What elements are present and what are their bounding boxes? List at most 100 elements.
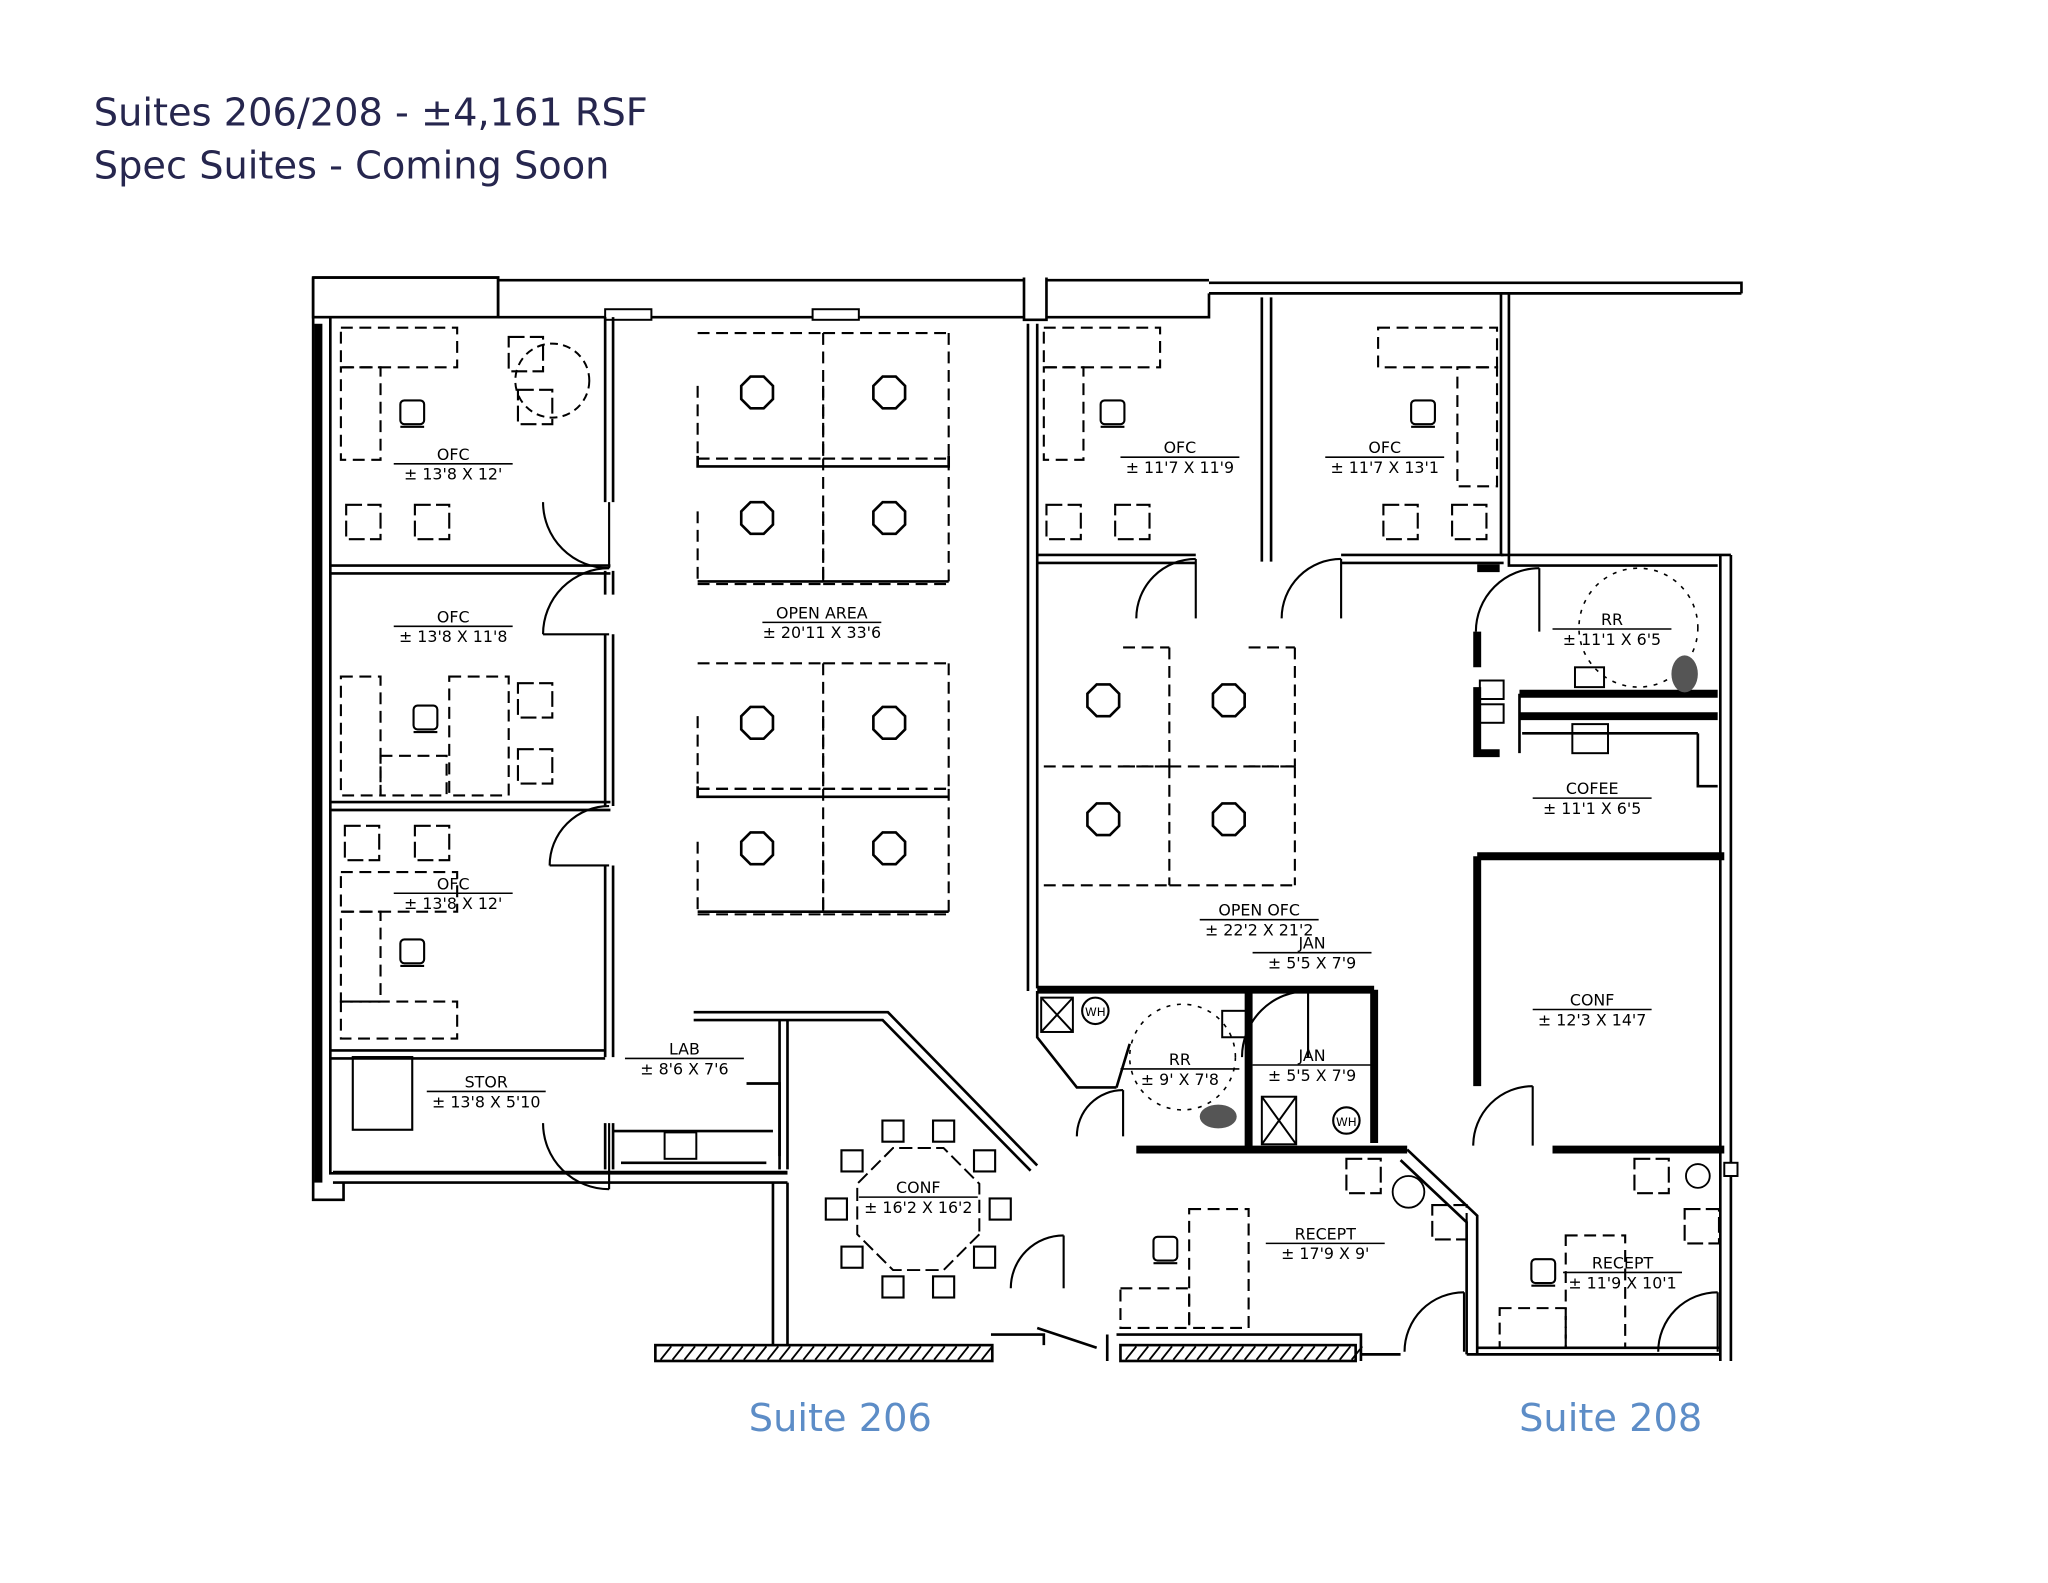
room-label: OFC± 13'8 X 12' bbox=[393, 874, 513, 913]
desk bbox=[339, 675, 382, 797]
room-dimensions: ± 13'8 X 5'10 bbox=[432, 1092, 540, 1111]
task-chair-icon bbox=[739, 705, 775, 740]
room-dimensions: ± 8'6 X 7'6 bbox=[640, 1059, 728, 1078]
room-name: LAB bbox=[669, 1039, 700, 1058]
door-swing bbox=[548, 804, 610, 867]
task-chair-icon bbox=[872, 375, 907, 410]
chair-icon bbox=[824, 1197, 849, 1221]
desk bbox=[339, 910, 382, 1003]
svg-text:WH: WH bbox=[1085, 1005, 1106, 1019]
guest-chair-icon bbox=[1683, 1207, 1721, 1245]
walls bbox=[311, 276, 1743, 1363]
task-chair-icon bbox=[1086, 802, 1121, 837]
room-label: RECEPT± 11'9 X 10'1 bbox=[1563, 1253, 1683, 1292]
room-label: STOR± 13'8 X 5'10 bbox=[426, 1072, 546, 1111]
doors bbox=[541, 502, 1719, 1352]
door-swing bbox=[1075, 1089, 1125, 1137]
desk bbox=[1042, 326, 1162, 369]
room-dimensions: ± 12'3 X 14'7 bbox=[1538, 1010, 1646, 1029]
guest-chair-icon bbox=[1345, 1157, 1382, 1195]
room-label: RECEPT± 17'9 X 9' bbox=[1265, 1224, 1385, 1263]
guest-chair-icon bbox=[1431, 1204, 1468, 1241]
hatched-wall bbox=[654, 1343, 1363, 1363]
room-dimensions: ± 5'5 X 7'9 bbox=[1268, 954, 1356, 973]
suite-206-label: Suite 206 bbox=[749, 1396, 932, 1441]
guest-chair-icon bbox=[507, 335, 545, 373]
room-dimensions: ± 11'1 X 6'5 bbox=[1563, 630, 1661, 649]
room-name: JAN bbox=[1297, 1046, 1325, 1065]
task-chair-icon bbox=[739, 831, 775, 866]
chair-icon bbox=[399, 399, 426, 428]
page-subtitle: Spec Suites - Coming Soon bbox=[94, 143, 610, 188]
room-label: OPEN OFC± 22'2 X 21'2 bbox=[1199, 901, 1319, 940]
task-chair-icon bbox=[872, 831, 907, 866]
room-name: CONF bbox=[896, 1178, 941, 1197]
desk bbox=[1188, 1207, 1250, 1330]
room-dimensions: ± 11'7 X 13'1 bbox=[1330, 458, 1438, 477]
turning-radius bbox=[1128, 1003, 1237, 1111]
furniture bbox=[339, 326, 1721, 1349]
desk bbox=[339, 326, 459, 369]
room-label: OPEN AREA± 20'11 X 33'6 bbox=[762, 603, 882, 642]
guest-chair-icon bbox=[413, 824, 451, 862]
water-heater-icon: WH WH bbox=[1081, 996, 1361, 1135]
room-dimensions: ± 16'2 X 16'2 bbox=[864, 1198, 972, 1217]
task-chair-icon bbox=[1086, 683, 1121, 718]
desk bbox=[1456, 366, 1499, 488]
chair-icon bbox=[972, 1245, 997, 1269]
guest-chair-icon bbox=[1045, 503, 1082, 541]
guest-chair-icon bbox=[516, 388, 554, 426]
room-dimensions: ± 13'8 X 12' bbox=[404, 465, 502, 484]
round-table bbox=[514, 342, 591, 419]
room-label: OFC± 11'7 X 11'9 bbox=[1120, 438, 1240, 477]
room-dimensions: ± 9' X 7'8 bbox=[1141, 1070, 1219, 1089]
room-name: OFC bbox=[437, 874, 470, 893]
chair-icon bbox=[1152, 1235, 1179, 1265]
room-dimensions: ± 5'5 X 7'9 bbox=[1268, 1066, 1356, 1085]
room-name: RECEPT bbox=[1295, 1224, 1357, 1243]
chair-icon bbox=[931, 1119, 956, 1143]
door-swing bbox=[1009, 1234, 1065, 1289]
door-swing bbox=[1240, 989, 1310, 1058]
task-chair-icon bbox=[872, 705, 907, 740]
door-swing bbox=[541, 1123, 611, 1191]
desk bbox=[1042, 366, 1085, 461]
desk bbox=[339, 1000, 459, 1040]
guest-chair-icon bbox=[1382, 503, 1419, 541]
chair-icon bbox=[931, 1275, 956, 1299]
task-chair-icon bbox=[739, 375, 775, 410]
room-label: CONF± 12'3 X 14'7 bbox=[1532, 991, 1652, 1029]
room-name: COFEE bbox=[1566, 779, 1619, 798]
room-dimensions: ± 13'8 X 11'8 bbox=[399, 627, 507, 646]
room-name: CONF bbox=[1570, 991, 1615, 1010]
chair-icon bbox=[988, 1197, 1012, 1221]
room-name: OPEN AREA bbox=[776, 603, 868, 622]
sink-icon bbox=[1221, 1009, 1247, 1039]
guest-chair-icon bbox=[516, 748, 554, 785]
room-dimensions: ± 20'11 X 33'6 bbox=[763, 623, 882, 642]
door-swing bbox=[1657, 1291, 1719, 1352]
room-dimensions: ± 22'2 X 21'2 bbox=[1205, 921, 1313, 940]
chair-icon bbox=[840, 1149, 864, 1173]
chair-icon bbox=[399, 938, 426, 967]
room-name: OFC bbox=[1368, 438, 1401, 457]
guest-chair-icon bbox=[343, 824, 381, 862]
door-swing bbox=[1474, 567, 1541, 632]
door-swing bbox=[1403, 1291, 1466, 1352]
room-dimensions: ± 11'9 X 10'1 bbox=[1568, 1273, 1676, 1292]
room-label: COFEE± 11'1 X 6'5 bbox=[1532, 779, 1652, 818]
room-dimensions: ± 11'1 X 6'5 bbox=[1543, 799, 1641, 818]
guest-chair-icon bbox=[516, 682, 554, 719]
guest-chair-icon bbox=[1633, 1157, 1670, 1195]
turning-radius bbox=[1578, 567, 1699, 688]
chair-icon bbox=[412, 704, 439, 734]
desk bbox=[1119, 1287, 1191, 1330]
guest-chair-icon bbox=[413, 503, 451, 541]
desk bbox=[339, 366, 382, 461]
task-chair-icon bbox=[739, 500, 775, 536]
door-swing bbox=[541, 567, 610, 636]
guest-chair-icon bbox=[345, 503, 382, 541]
desk bbox=[1377, 326, 1499, 369]
room-label: JAN± 5'5 X 7'9 bbox=[1252, 1046, 1372, 1085]
chair-icon bbox=[881, 1275, 905, 1299]
